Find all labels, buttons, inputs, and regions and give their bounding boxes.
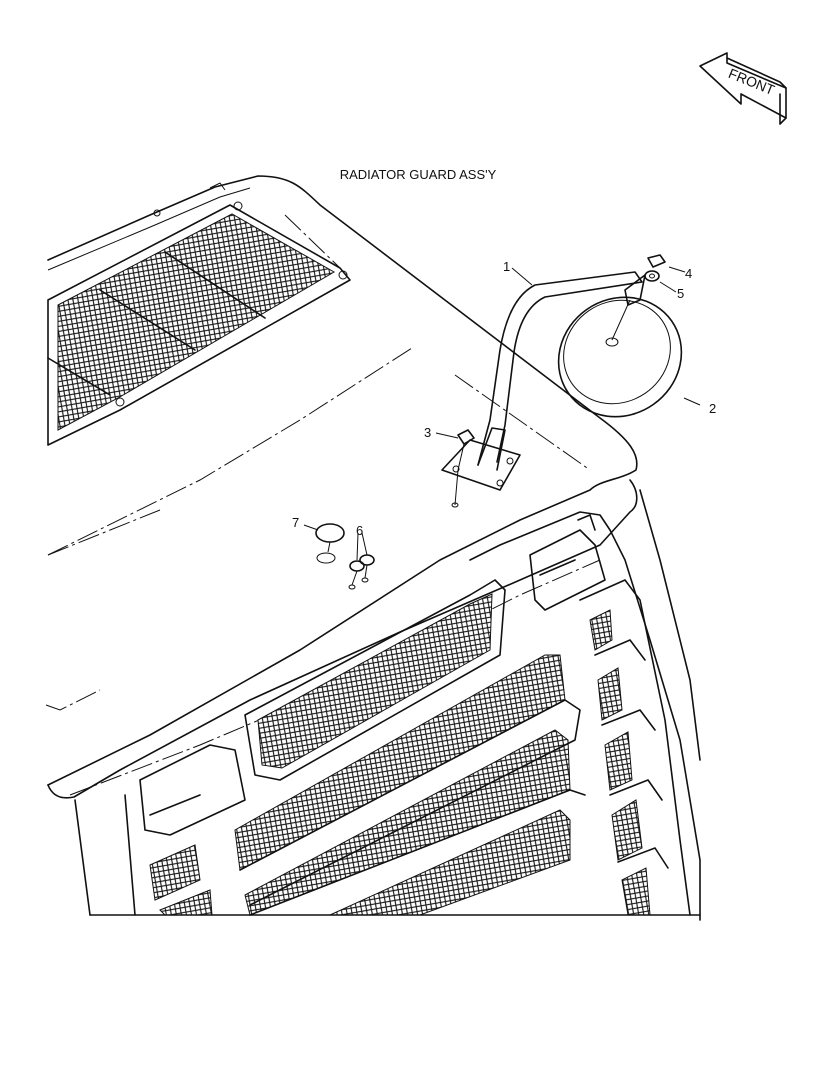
diagram-title: RADIATOR GUARD ASS'Y: [340, 167, 497, 182]
callout-1: 1: [503, 259, 510, 274]
callout-7: 7: [292, 515, 299, 530]
callout-2: 2: [709, 401, 716, 416]
part-6-plugs: [348, 554, 375, 590]
leader-lines: [303, 266, 701, 561]
front-arrow-icon: FRONT: [699, 52, 787, 125]
callout-5: 5: [677, 286, 684, 301]
top-grille: [47, 201, 351, 446]
callout-6: 6: [356, 523, 363, 538]
part-7-grommet: [315, 523, 345, 564]
part-5-washer: [644, 270, 660, 282]
part-3-bolt: [451, 429, 475, 508]
front-grille: [74, 489, 701, 921]
part-1-guard-pipe: [441, 271, 646, 491]
callout-4: 4: [685, 266, 692, 281]
callout-3: 3: [424, 425, 431, 440]
part-2-mirror: [557, 296, 683, 418]
part-4-nut: [647, 254, 666, 268]
